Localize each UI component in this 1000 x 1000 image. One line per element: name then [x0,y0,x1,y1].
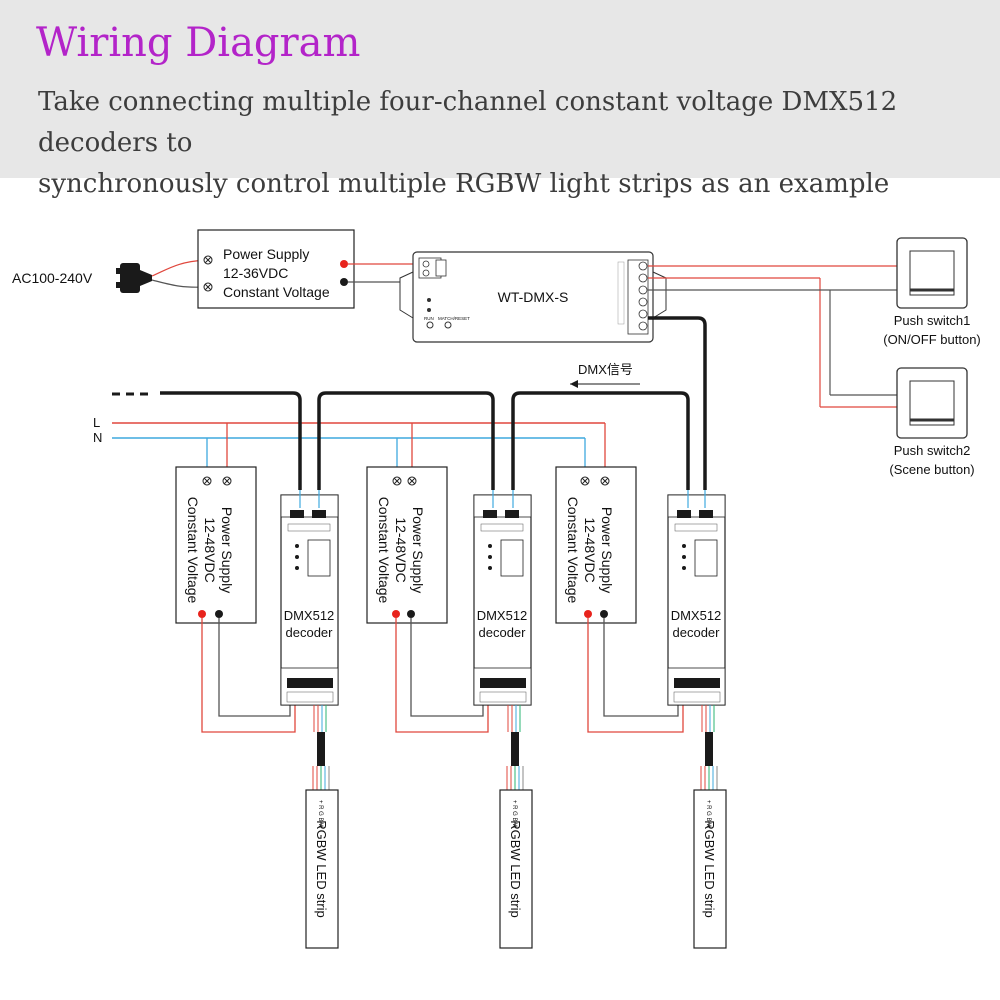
led-strip-box [693,789,727,949]
psu-line2: 12-48VDC [202,517,218,582]
push-switch-2: Push switch2 (Scene button) [889,367,975,477]
push-switch-1: Push switch1 (ON/OFF button) [883,237,981,347]
ac-input: AC100-240V [12,259,206,293]
live-label: L [93,415,100,430]
dmx-signal-label: DMX信号 [578,362,633,377]
neutral-label: N [93,430,102,445]
switch2-desc: (Scene button) [889,462,974,477]
psu-box [175,466,257,624]
channel-1: Power Supply 12-48VDC Constant Voltage D… [175,423,339,949]
strip-label: RGBW LED strip [314,820,329,918]
psu-line1: Power Supply [410,507,426,593]
negative-terminal-icon [407,610,415,618]
dmx-cable-chain [160,316,707,490]
strip-label: RGBW LED strip [508,820,523,918]
psu-box [555,466,637,624]
subtitle-line-2: synchronously control multiple RGBW ligh… [38,169,890,199]
screw-terminal-icon [392,476,402,486]
decoder-line2: decoder [673,625,721,640]
switch1-name: Push switch1 [894,313,971,328]
screw-terminal-icon [222,476,232,486]
decoder-line1: DMX512 [284,608,335,623]
plug-icon [116,263,152,293]
psu-line1: Power Supply [599,507,615,593]
led-strip-box [305,789,339,949]
negative-terminal-icon [340,278,348,286]
ac-voltage-label: AC100-240V [12,270,93,286]
screw-terminal-icon [407,476,417,486]
positive-terminal-icon [340,260,348,268]
mains-bus: L N [93,392,605,445]
subtitle-line-1: Take connecting multiple four-channel co… [38,87,898,158]
strip-pins: + R G B W [511,800,517,829]
screw-terminal-icon [203,282,213,292]
psu-line1: Power Supply [219,507,235,593]
page-title: Wiring Diagram [36,20,361,66]
psu-line2: 12-48VDC [582,517,598,582]
main-psu-line2: 12-36VDC [223,265,288,281]
controller-name: WT-DMX-S [498,289,569,305]
dmx-direction-arrow: DMX信号 [570,362,640,388]
psu-line3: Constant Voltage [376,497,392,604]
header-band [0,0,1000,178]
positive-terminal-icon [584,610,592,618]
negative-terminal-icon [600,610,608,618]
positive-terminal-icon [392,610,400,618]
led-strip-box [499,789,533,949]
controller-match-label: MATCH/RESET [438,316,470,321]
negative-terminal-icon [215,610,223,618]
channel-2: Power Supply 12-48VDC Constant Voltage D… [366,423,533,949]
strip-pins: + R G B W [705,800,711,829]
decoder-line1: DMX512 [671,608,722,623]
screw-terminal-icon [600,476,610,486]
switch-wiring [648,265,905,408]
decoder-line1: DMX512 [477,608,528,623]
screw-terminal-icon [202,476,212,486]
psu-line3: Constant Voltage [185,497,201,604]
switch1-desc: (ON/OFF button) [883,332,981,347]
decoder-line2: decoder [286,625,334,640]
page-subtitle: Take connecting multiple four-channel co… [38,82,978,205]
main-power-supply: Power Supply 12-36VDC Constant Voltage [197,229,355,309]
psu-line3: Constant Voltage [565,497,581,604]
psu-line2: 12-48VDC [393,517,409,582]
switch2-name: Push switch2 [894,443,971,458]
positive-terminal-icon [198,610,206,618]
wt-dmx-s-controller: RUN MATCH/RESET WT-DMX-S [399,251,667,343]
strip-label: RGBW LED strip [702,820,717,918]
screw-terminal-icon [580,476,590,486]
psu-box [366,466,448,624]
strip-pins: + R G B W [317,800,323,829]
main-psu-line3: Constant Voltage [223,284,330,300]
screw-terminal-icon [203,255,213,265]
controller-run-label: RUN [424,316,434,321]
channel-3: Power Supply 12-48VDC Constant Voltage D… [555,423,727,949]
decoder-line2: decoder [479,625,527,640]
main-psu-line1: Power Supply [223,246,309,262]
